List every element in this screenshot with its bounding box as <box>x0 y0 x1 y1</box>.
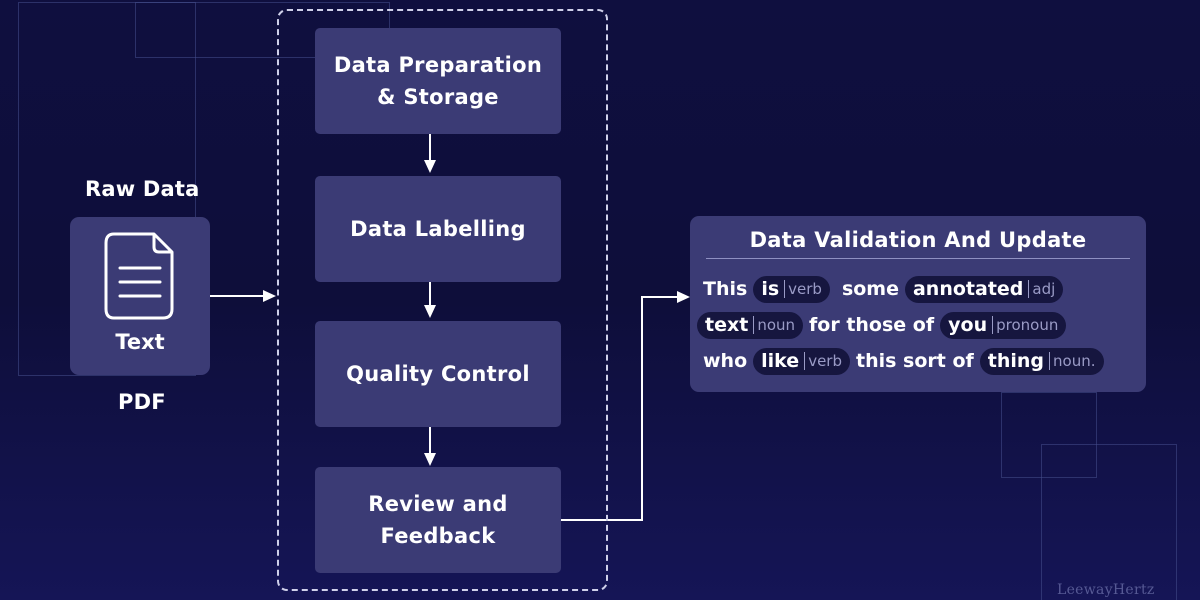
watermark-logo: LeewayHertz <box>1057 582 1155 598</box>
plain-text: who <box>703 350 748 372</box>
document-icon <box>104 232 174 320</box>
plain-text: for those of <box>809 314 935 336</box>
pos-tag: adj <box>1028 280 1055 298</box>
annotated-word: text <box>705 314 749 336</box>
file-type-label: Text <box>115 330 165 354</box>
plain-text: This <box>703 278 748 300</box>
pos-tag: pronoun <box>992 316 1058 334</box>
annotated-text-line: text noun for those of you pronoun <box>697 311 1138 339</box>
step-label-line: Review and <box>368 492 508 516</box>
annotated-word: is <box>761 278 780 300</box>
annotated-word: you <box>948 314 988 336</box>
annotated-text-line: This is verb some annotated adj <box>703 275 1138 303</box>
pos-tag: noun <box>753 316 795 334</box>
step-label-line: Feedback <box>380 524 496 548</box>
annotated-word: thing <box>987 350 1045 372</box>
plain-text: some <box>841 278 899 300</box>
step-label: Data Labelling <box>350 213 526 245</box>
annotation-chip: you pronoun <box>940 311 1067 339</box>
annotation-chip: annotated adj <box>904 275 1064 303</box>
arrow-review-to-validation <box>561 296 678 521</box>
plain-text: this sort of <box>855 350 974 372</box>
arrowhead-down <box>424 453 436 466</box>
step-label-line: & Storage <box>377 85 499 109</box>
step-label-line: Data Preparation <box>333 53 543 77</box>
validation-card: Data Validation And Update This is verb … <box>690 216 1146 392</box>
annotation-chip: like verb <box>753 347 850 375</box>
annotation-chip: thing noun. <box>979 347 1104 375</box>
divider <box>706 258 1130 259</box>
arrowhead-down <box>424 160 436 173</box>
step-label-line: Quality Control <box>346 362 530 386</box>
step-review-feedback: Review and Feedback <box>315 467 561 573</box>
pipeline-frame <box>277 9 608 591</box>
annotated-text-line: who like verb this sort of thing noun. <box>703 347 1138 375</box>
arrowhead-right <box>677 291 690 303</box>
step-label: Review and Feedback <box>368 488 507 552</box>
step-label-line: Data Labelling <box>350 217 526 241</box>
arrowhead-down <box>424 305 436 318</box>
raw-data-card: Text <box>70 217 210 375</box>
annotation-chip: text noun <box>697 311 804 339</box>
arrowhead-right <box>263 290 276 302</box>
raw-data-title: Raw Data <box>85 177 200 201</box>
step-quality-control: Quality Control <box>315 321 561 427</box>
annotated-word: like <box>761 350 800 372</box>
step-data-preparation: Data Preparation & Storage <box>315 28 561 134</box>
annotation-chip: is verb <box>753 275 830 303</box>
step-data-labelling: Data Labelling <box>315 176 561 282</box>
step-label: Quality Control <box>346 358 530 390</box>
validation-title: Data Validation And Update <box>749 228 1087 252</box>
pos-tag: noun. <box>1049 352 1096 370</box>
pos-tag: verb <box>784 280 822 298</box>
annotated-word: annotated <box>912 278 1024 300</box>
step-label: Data Preparation & Storage <box>334 49 542 113</box>
file-format-label: PDF <box>118 390 166 414</box>
pos-tag: verb <box>804 352 842 370</box>
